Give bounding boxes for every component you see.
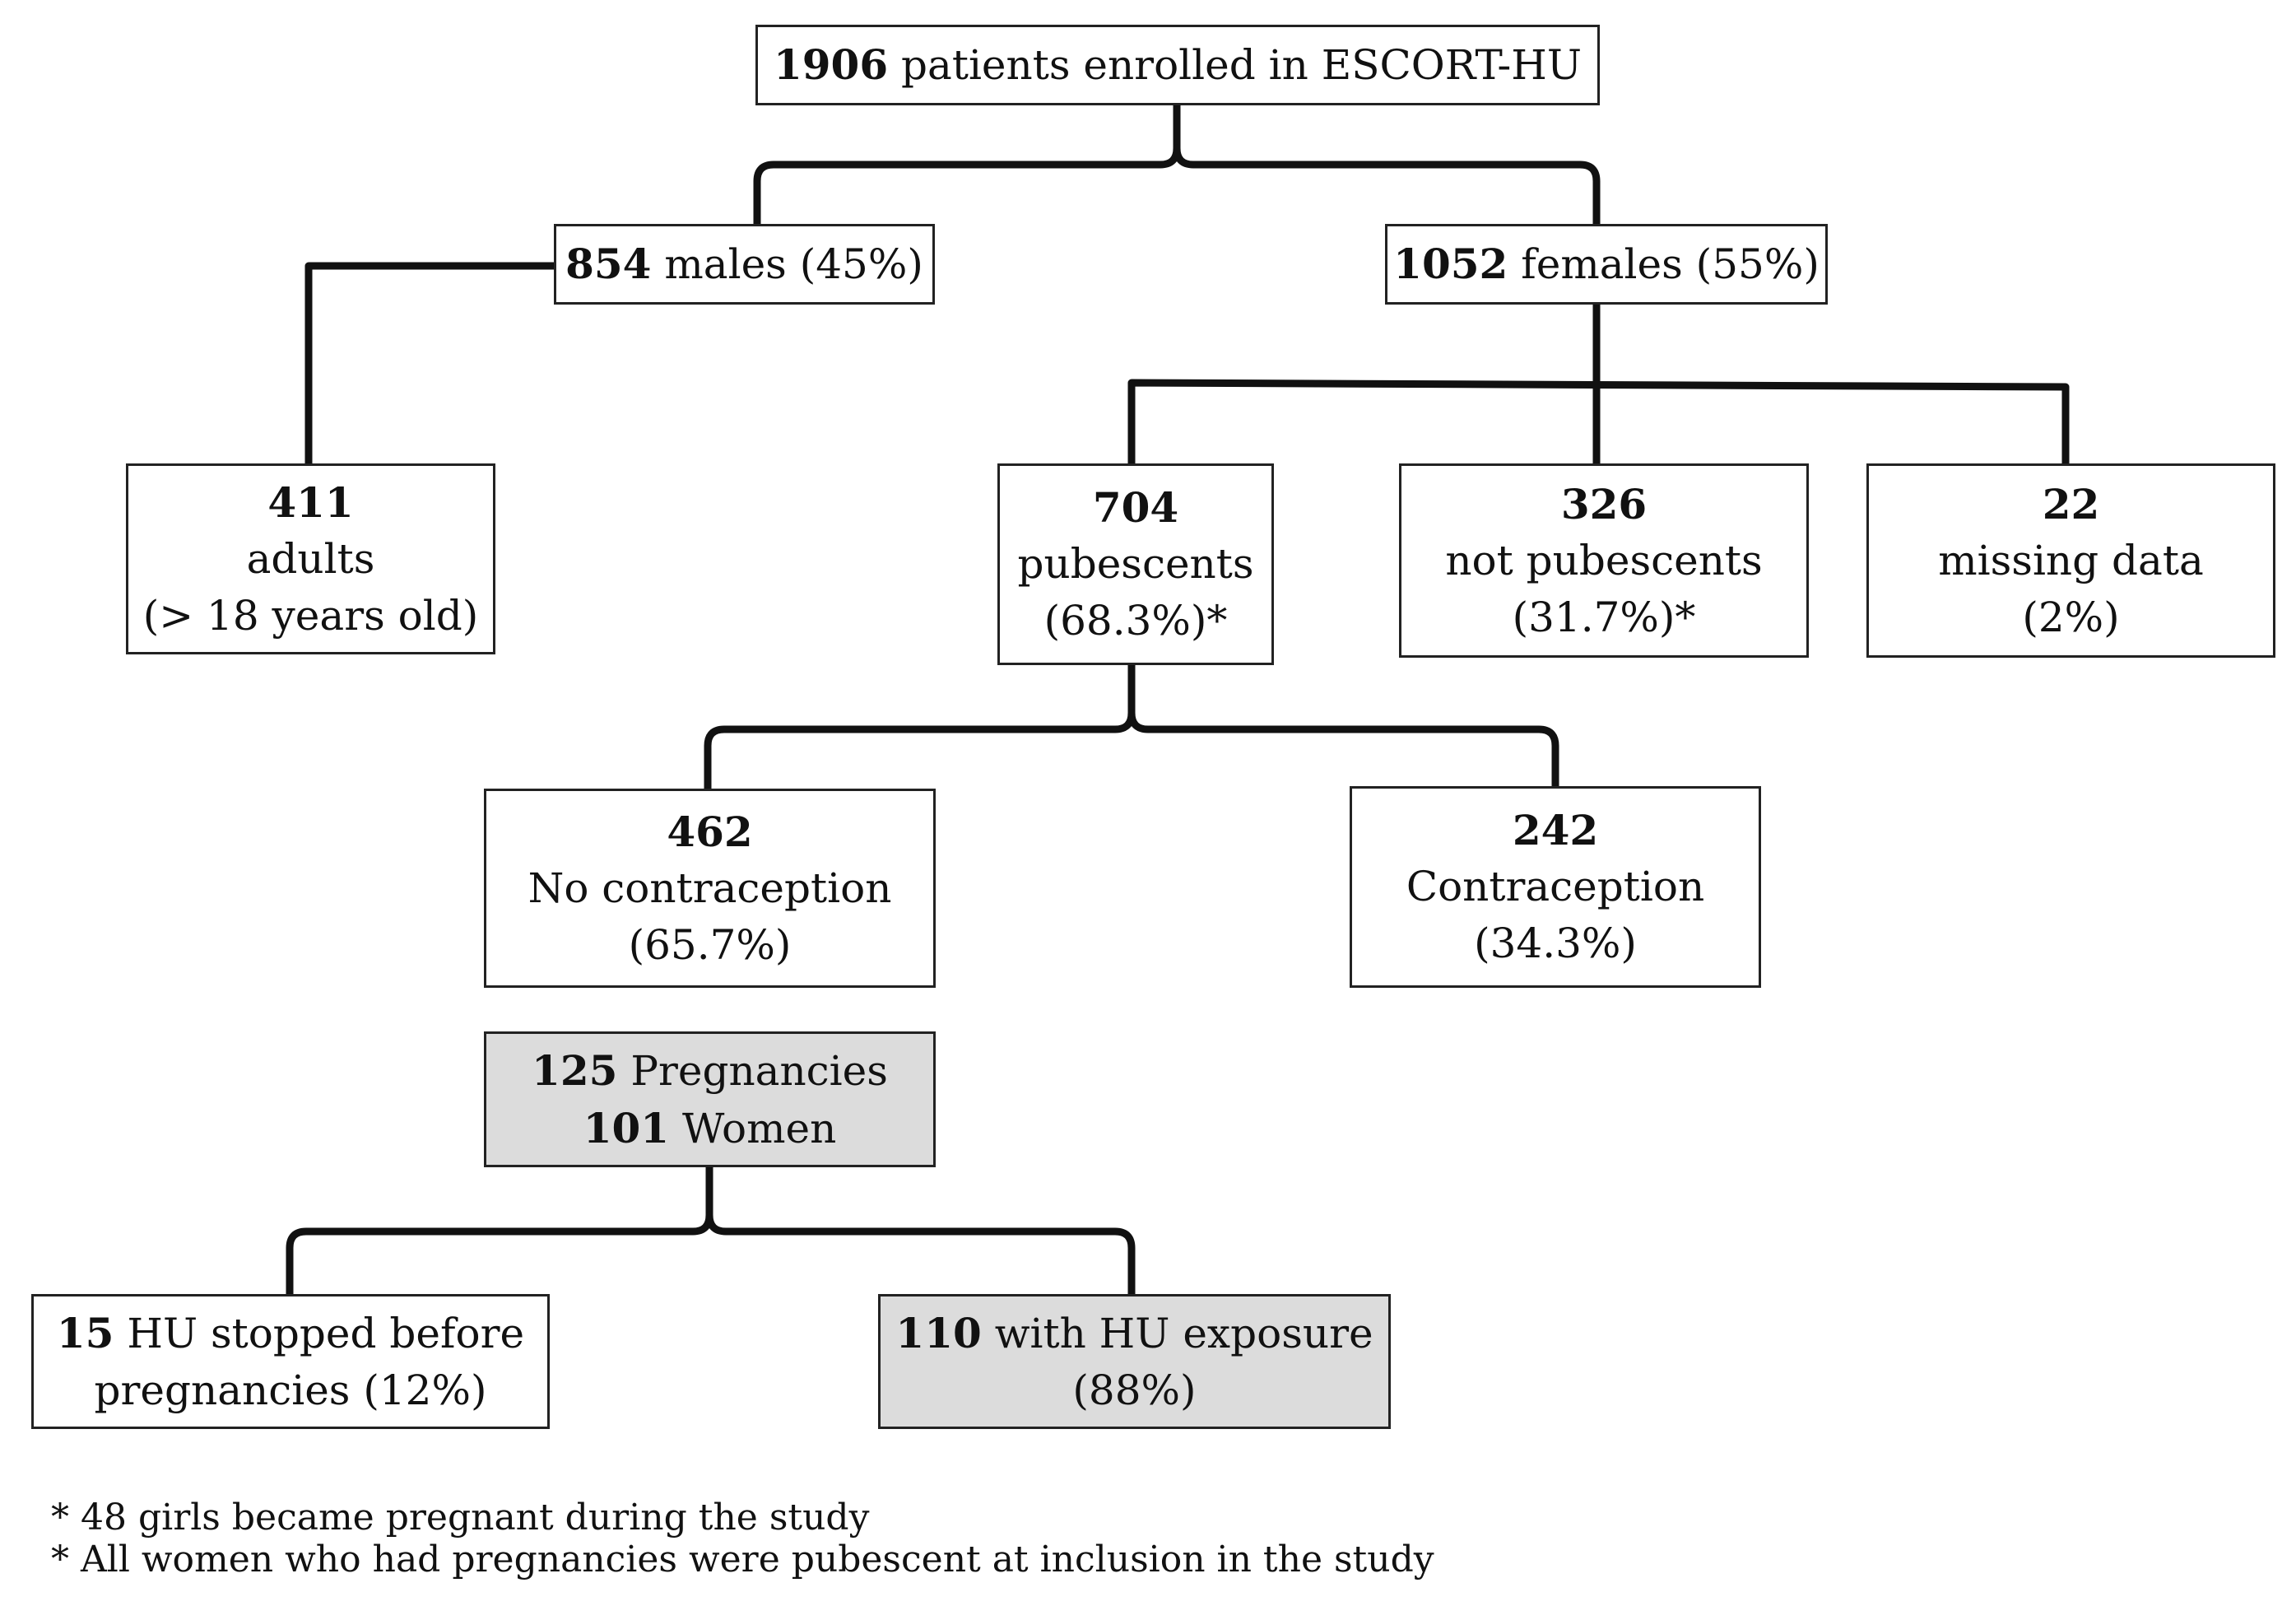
adults-count: 411 bbox=[267, 477, 354, 527]
females-box: 1052 females (55%) bbox=[1385, 224, 1828, 305]
not-pubescents-box: 326 not pubescents (31.7%)* bbox=[1399, 463, 1809, 658]
missing-percent: (2%) bbox=[2022, 593, 2120, 641]
missing-label: missing data bbox=[1938, 536, 2204, 584]
enrolled-label: patients enrolled in ESCORT-HU bbox=[901, 41, 1583, 89]
hu-exposure-label: with HU exposure bbox=[994, 1309, 1373, 1357]
pregnancies-label: Pregnancies bbox=[630, 1046, 888, 1095]
hu-stopped-percent: pregnancies (12%) bbox=[94, 1366, 487, 1414]
pubescents-count: 704 bbox=[1092, 483, 1179, 532]
adults-age-note: (> 18 years old) bbox=[142, 591, 479, 640]
males-box: 854 males (45%) bbox=[554, 224, 935, 305]
no-contraception-label: No contraception bbox=[528, 864, 892, 912]
hu-exposure-box: 110 with HU exposure (88%) bbox=[878, 1294, 1391, 1429]
contraception-count: 242 bbox=[1512, 806, 1599, 854]
females-label: females (55%) bbox=[1521, 240, 1820, 288]
not-pubescents-label: not pubescents bbox=[1445, 536, 1763, 584]
pregnancies-box: 125 Pregnancies 101 Women bbox=[484, 1031, 936, 1167]
women-label: Women bbox=[681, 1104, 837, 1152]
males-label: males (45%) bbox=[664, 240, 923, 288]
missing-data-box: 22 missing data (2%) bbox=[1866, 463, 2275, 658]
footnote-2: * All women who had pregnancies were pub… bbox=[51, 1539, 1434, 1581]
males-count: 854 bbox=[565, 240, 652, 288]
not-pubescents-count: 326 bbox=[1560, 479, 1648, 528]
hu-exposure-count: 110 bbox=[895, 1308, 982, 1357]
no-contraception-box: 462 No contraception (65.7%) bbox=[484, 789, 936, 988]
pregnancies-count: 125 bbox=[532, 1045, 618, 1095]
pubescents-percent: (68.3%)* bbox=[1043, 597, 1228, 645]
no-contraception-percent: (65.7%) bbox=[628, 920, 792, 969]
hu-stopped-count: 15 bbox=[56, 1308, 114, 1357]
enrolled-count: 1906 bbox=[773, 40, 889, 89]
footnotes: * 48 girls became pregnant during the st… bbox=[51, 1497, 1434, 1581]
contraception-label: Contraception bbox=[1406, 863, 1705, 910]
hu-exposure-percent: (88%) bbox=[1072, 1366, 1197, 1414]
no-contraception-count: 462 bbox=[667, 807, 753, 856]
hu-stopped-box: 15 HU stopped before pregnancies (12%) bbox=[31, 1294, 550, 1429]
not-pubescents-percent: (31.7%)* bbox=[1512, 593, 1696, 641]
contraception-percent: (34.3%) bbox=[1474, 919, 1637, 967]
pubescents-label: pubescents bbox=[1017, 540, 1254, 588]
footnote-1: * 48 girls became pregnant during the st… bbox=[51, 1497, 870, 1539]
enrolled-box: 1906 patients enrolled in ESCORT-HU bbox=[755, 25, 1600, 105]
women-count: 101 bbox=[583, 1103, 670, 1152]
females-count: 1052 bbox=[1393, 240, 1508, 288]
adults-box: 411 adults (> 18 years old) bbox=[126, 463, 495, 654]
adults-label: adults bbox=[246, 534, 375, 583]
hu-stopped-label: HU stopped before bbox=[127, 1309, 525, 1357]
missing-count: 22 bbox=[2042, 479, 2100, 528]
contraception-box: 242 Contraception (34.3%) bbox=[1350, 786, 1761, 988]
pubescents-box: 704 pubescents (68.3%)* bbox=[997, 463, 1274, 665]
